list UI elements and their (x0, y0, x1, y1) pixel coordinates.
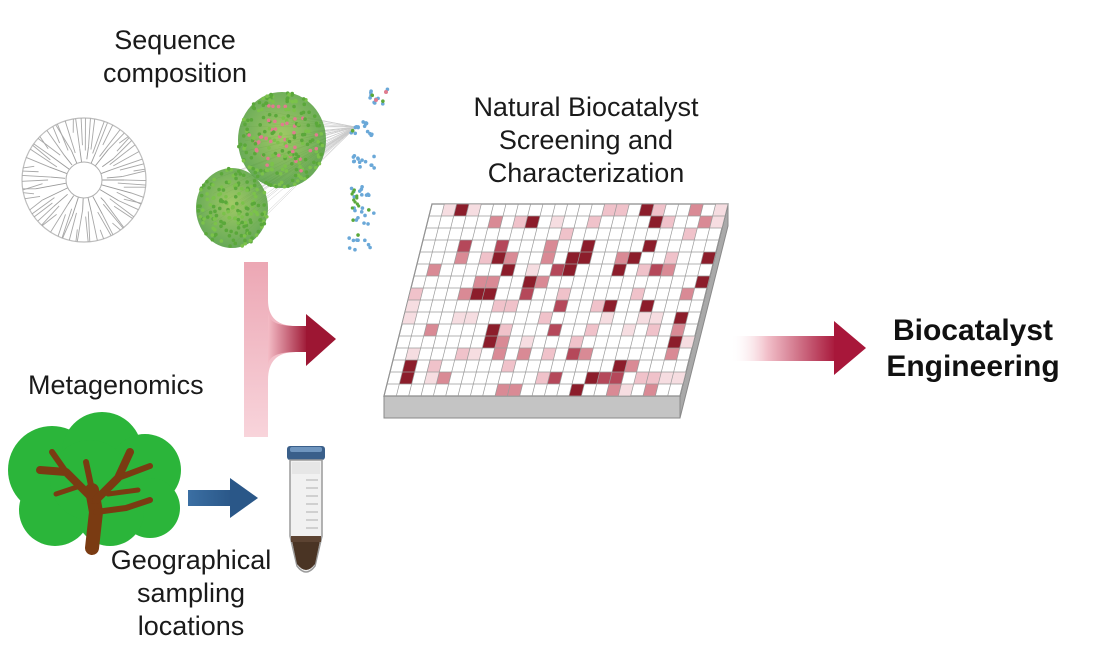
engineering-line-1: Biocatalyst (892, 314, 1054, 347)
metagenomics-text: Metagenomics (28, 370, 204, 400)
phylogenetic-tree-icon (21, 117, 147, 243)
engineering-arrow (730, 321, 866, 375)
engineering-label: Biocatalyst Engineering (868, 313, 1078, 385)
sequence-composition-label: Sequence composition (100, 24, 250, 90)
geographical-line-3: locations (137, 611, 245, 641)
screening-line-1: Natural Biocatalyst (473, 92, 699, 122)
geographical-sampling-label: Geographical sampling locations (98, 544, 284, 643)
metagenomics-label: Metagenomics (28, 369, 204, 402)
sample-tube-icon (287, 446, 325, 573)
screening-line-3: Characterization (487, 158, 685, 188)
sampling-arrow (188, 478, 258, 518)
sequence-network-icon (196, 87, 390, 252)
geographical-line-1: Geographical (110, 545, 272, 575)
tree-icon (8, 412, 181, 555)
engineering-line-2: Engineering (886, 350, 1060, 383)
geographical-line-2: sampling (136, 578, 246, 608)
sequence-composition-line-1: Sequence (114, 25, 236, 55)
well-plate-icon (383, 203, 729, 419)
screening-label: Natural Biocatalyst Screening and Charac… (446, 91, 726, 190)
screening-line-2: Screening and (498, 125, 674, 155)
sequence-composition-line-2: composition (102, 58, 248, 88)
merge-arrow (244, 262, 336, 437)
